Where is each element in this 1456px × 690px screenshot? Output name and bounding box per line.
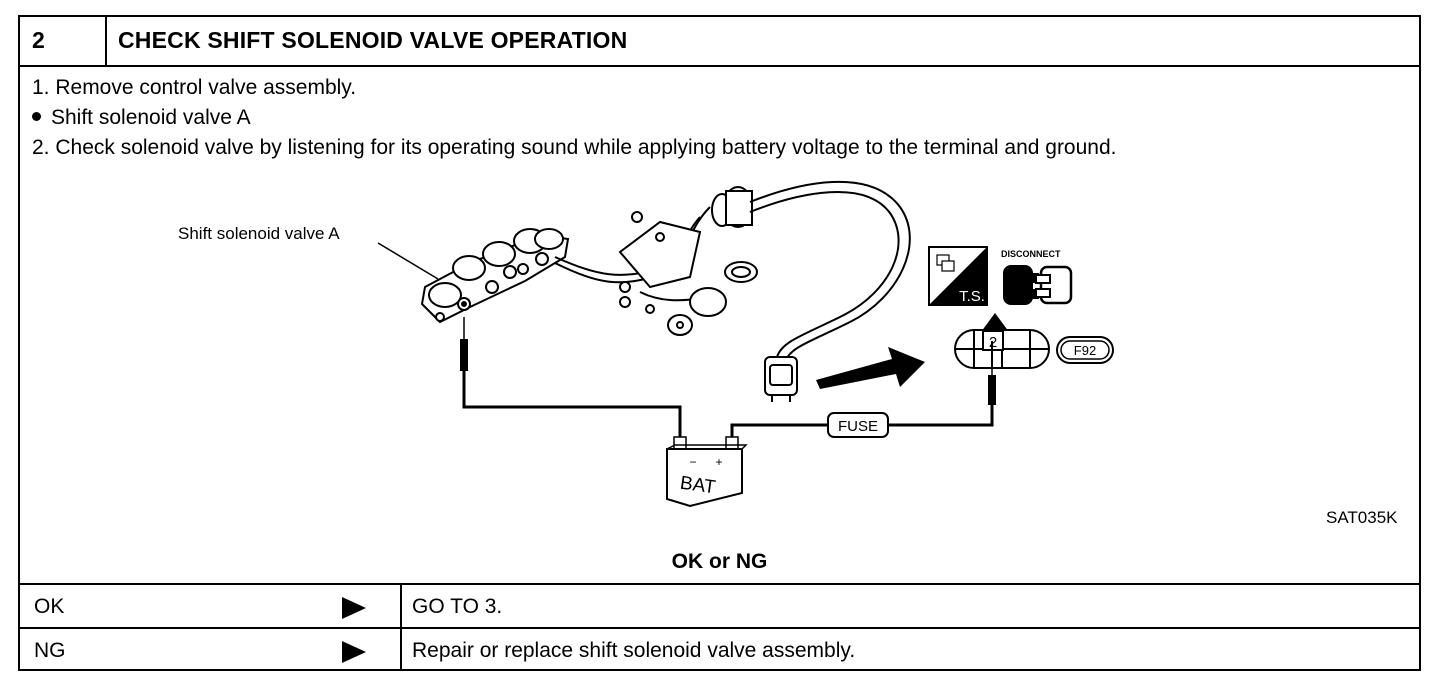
wire-positive (730, 423, 828, 439)
ts-icon: T.S. (928, 246, 988, 306)
figure-id: SAT035K (1326, 508, 1398, 527)
connect-arrow-icon (816, 347, 925, 389)
result-ok-action: GO TO 3. (412, 595, 503, 618)
instruction-1: 1. Remove control valve assembly. (32, 76, 357, 99)
results-column-divider (400, 583, 402, 671)
svg-text:F92: F92 (1074, 343, 1096, 358)
procedure-table: 2 CHECK SHIFT SOLENOID VALVE OPERATION 1… (18, 15, 1421, 671)
judgement-label: OK or NG (671, 550, 768, 573)
probe-right (988, 369, 996, 405)
result-ng-arrow-icon (342, 641, 366, 663)
arrow-up-icon (981, 313, 1009, 332)
battery: − + BAT (666, 436, 748, 508)
instruction-bullet-text: Shift solenoid valve A (51, 106, 251, 129)
fuse: FUSE (827, 412, 889, 438)
result-ng-action: Repair or replace shift solenoid valve a… (412, 639, 856, 662)
result-ok-label: OK (34, 595, 65, 618)
callout-label: Shift solenoid valve A (178, 224, 340, 243)
instruction-bullet: Shift solenoid valve A (32, 106, 251, 130)
svg-text:T.S.: T.S. (959, 288, 985, 305)
instruction-2: 2. Check solenoid valve by listening for… (32, 136, 1117, 159)
svg-text:−: − (689, 455, 696, 469)
wire-to-terminal (888, 405, 994, 427)
wire-ground (462, 371, 682, 439)
wiring-diagram: Shift solenoid valve A (178, 180, 1114, 508)
connector-pin-label: 2 (989, 334, 997, 351)
connector-face (954, 329, 1050, 369)
fuse-label: FUSE (838, 418, 878, 435)
svg-text:DISCONNECT: DISCONNECT (1001, 249, 1061, 259)
step-number: 2 (32, 27, 45, 53)
results-row-divider (20, 627, 1419, 629)
results-top-divider (20, 583, 1419, 585)
battery-label: BAT (679, 473, 718, 499)
solenoid-valve-assembly (420, 228, 570, 324)
result-ok-arrow-icon (342, 597, 366, 619)
step-title: CHECK SHIFT SOLENOID VALVE OPERATION (118, 27, 628, 53)
svg-text:+: + (715, 455, 722, 469)
result-ng-label: NG (34, 639, 66, 662)
connector-code-badge: F92 (1056, 336, 1114, 364)
bullet-icon (32, 111, 41, 121)
wiring-harness (554, 180, 911, 402)
step-number-divider (105, 17, 107, 65)
callout-leader-line (377, 242, 439, 280)
header-divider (20, 65, 1419, 67)
disconnect-icon: DISCONNECT (1001, 249, 1073, 305)
probe-left (460, 317, 468, 371)
